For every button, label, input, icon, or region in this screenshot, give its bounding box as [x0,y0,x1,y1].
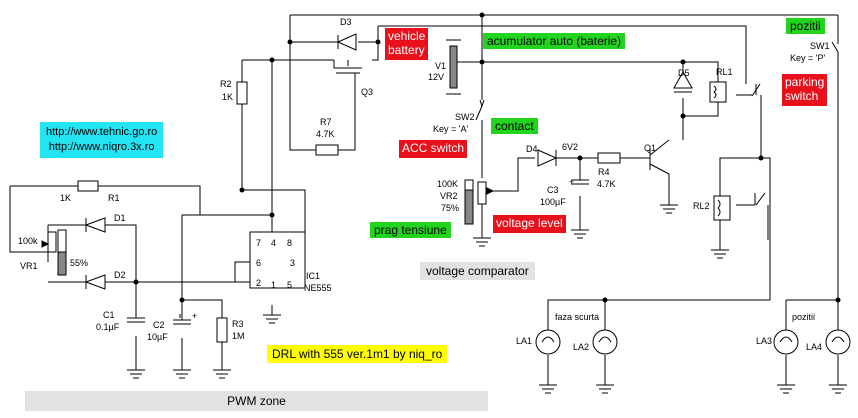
ic1-label: IC1 [306,271,321,281]
sw1-label: SW1 [810,41,830,51]
la1-label: LA1 [516,336,533,346]
contact-tag: contact [491,118,538,134]
prag-tensiune-tag: prag tensiune [370,222,451,238]
v1-value: 12V [428,72,445,82]
c1-label: C1 [103,310,115,320]
r2-label: R2 [220,79,232,89]
r1-value: 1K [60,193,72,203]
r3-value: 1M [232,331,245,341]
d5-label: D5 [678,68,690,78]
r2-value: 1K [222,92,234,102]
parking-switch-tag: parking switch [782,74,828,106]
faza-scurta-label: faza scurta [555,312,600,322]
ic-pin-8: 8 [287,238,293,248]
url-box: http://www.tehnic.go.ro http://www.niqro… [40,122,164,158]
sw2-label: SW2 [455,112,475,122]
vr2-value: 100K [437,179,459,189]
ic-pin-4: 4 [271,238,277,248]
sw1-key: Key = 'P' [790,53,826,63]
c2-value: 10µF [147,332,168,342]
d4-label: D4 [526,144,538,154]
vr2-label: VR2 [440,191,458,201]
r4-label: R4 [598,167,610,177]
la4-label: LA4 [806,342,823,352]
c2-label: C2 [153,320,165,330]
ic-pin-1: 1 [271,280,277,290]
d1-label: D1 [114,213,126,223]
c3-value: 100µF [540,197,566,207]
la2-label: LA2 [573,342,590,352]
r7-label: R7 [320,117,332,127]
r4-value: 4.7K [597,179,616,189]
q1-label: Q1 [644,143,657,153]
r7-value: 4.7K [316,129,335,139]
vr1-value: 100k [18,236,38,246]
r3-label: R3 [232,319,244,329]
url-1: http://www.tehnic.go.ro [46,126,158,138]
pozitii-bottom-label: pozitii [792,312,816,322]
v1-label: V1 [435,61,447,71]
ic-pin-3: 3 [290,258,296,268]
accu-tag: acumulator auto (baterie) [483,33,626,49]
ic-pin-6: 6 [256,258,262,268]
c1-value: 0.1µF [96,322,120,332]
voltage-level-tag: voltage level [493,215,566,233]
url-2: http://www.niqro.3x.ro [48,140,155,153]
vehicle-battery-tag: vehicle battery [385,28,429,60]
rl1-label: RL1 [716,67,733,77]
pozitii-top-tag: pozitii [786,18,825,34]
ic-pin-7: 7 [256,238,262,248]
drl-title-tag: DRL with 555 ver.1m1 by niq_ro [267,345,448,363]
vr1-percent: 55% [70,258,89,268]
rl2-label: RL2 [693,201,710,211]
q3-label: Q3 [361,87,374,97]
c3-label: C3 [547,185,559,195]
acc-switch-tag: ACC switch [399,140,468,158]
ic1-type: NE555 [304,283,332,293]
d4-value: 6V2 [562,142,579,152]
r1-label: R1 [108,193,120,203]
la3-label: LA3 [756,336,773,346]
ic-pin-5: 5 [287,280,293,290]
vr2-percent: 75% [441,203,460,213]
pwm-zone-band: PWM zone [25,391,488,411]
sw2-key: Key = 'A' [433,124,469,134]
voltage-comparator-tag: voltage comparator [420,262,535,280]
d2-label: D2 [114,270,126,280]
ic-pin-2: 2 [256,278,262,288]
c2-plus: + [192,311,198,321]
vr1-label: VR1 [20,261,38,271]
d3-label: D3 [340,17,352,27]
c3-plus: + [569,177,575,187]
